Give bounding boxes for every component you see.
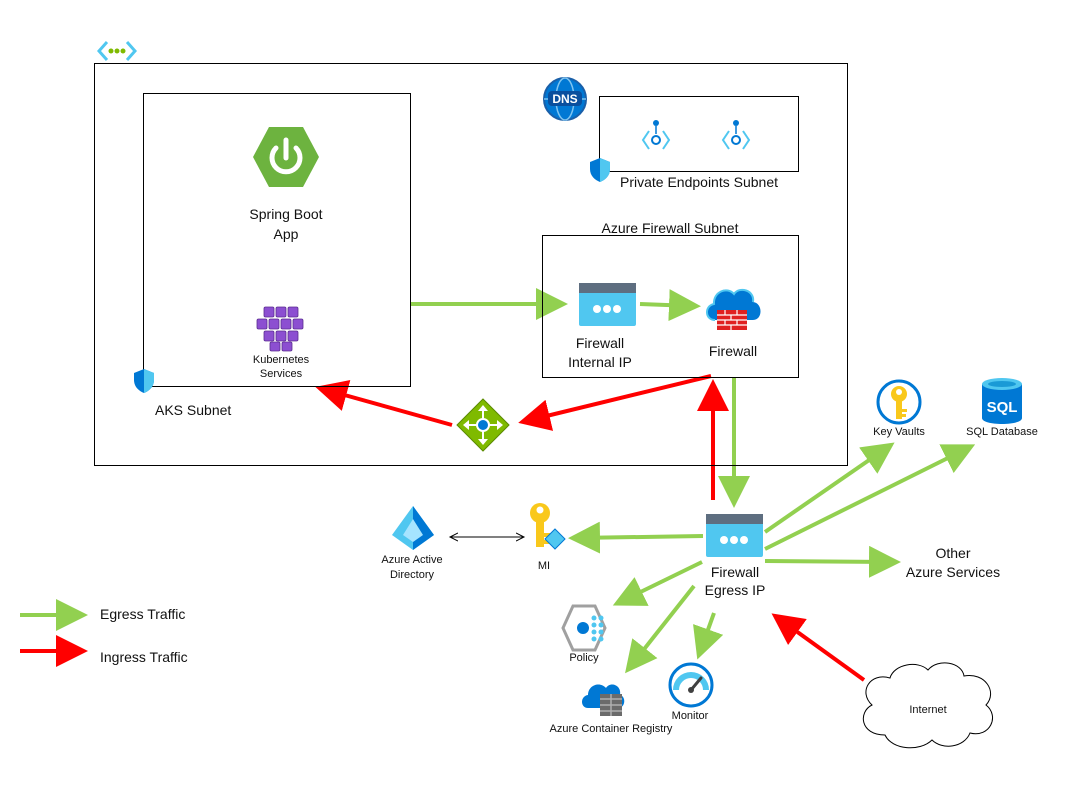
policy-icon (561, 604, 607, 652)
spring-boot-label-line2: App (273, 226, 299, 242)
aad-label-line1: Azure Active (381, 554, 443, 566)
private-endpoints-subnet-label: Private Endpoints Subnet (620, 174, 778, 190)
vnet-icon (97, 41, 137, 61)
shield-icon (590, 158, 610, 182)
spring-boot-label-line1: Spring Boot (249, 206, 323, 222)
dns-icon: DNS (543, 77, 587, 121)
legend-ingress-label: Ingress Traffic (100, 649, 188, 665)
aks-subnet-box (143, 93, 411, 387)
firewall-label: Firewall (708, 343, 758, 359)
firewall-internal-label-line2: Internal IP (568, 354, 632, 370)
egress-arrow-to-other-services (764, 545, 901, 578)
firewall-egress-label-line1: Firewall (710, 564, 760, 580)
kubernetes-icon (256, 306, 304, 352)
firewall-egress-label-line2: Egress IP (704, 582, 766, 598)
mi-label: MI (537, 560, 551, 572)
other-services-label-line1: Other (935, 545, 971, 561)
egress-arrow-to-acr (625, 584, 696, 674)
azure-ad-icon (392, 506, 434, 550)
egress-arrow-to-mi (568, 521, 704, 554)
monitor-icon (668, 662, 714, 708)
kubernetes-label-line2: Services (259, 368, 303, 380)
ingress-arrow-internet-to-egress-ip (771, 613, 866, 682)
aks-subnet-label: AKS Subnet (155, 402, 232, 418)
acr-icon (582, 684, 625, 716)
azure-firewall-subnet-label: Azure Firewall Subnet (601, 220, 739, 236)
firewall-ip-icon (579, 283, 636, 326)
azure-firewall-subnet-box (542, 235, 799, 378)
internet-label: Internet (909, 704, 947, 716)
spring-boot-icon (253, 127, 319, 187)
sql-database-icon: SQL (982, 378, 1022, 424)
key-vault-icon (876, 379, 922, 425)
vnet-box (94, 63, 848, 466)
egress-arrow-to-sql (764, 444, 976, 551)
key-vaults-label: Key Vaults (873, 426, 925, 438)
monitor-label: Monitor (671, 710, 709, 722)
private-endpoint-icon (641, 120, 671, 150)
acr-label: Azure Container Registry (549, 723, 673, 735)
firewall-cloud-icon (706, 288, 761, 330)
internet-cloud-icon (862, 662, 993, 749)
ingress-arrow-firewall-to-lb (518, 374, 712, 431)
egress-arrow-firewall-ip-to-firewall (639, 289, 701, 322)
egress-arrow-to-policy (612, 560, 703, 606)
egress-arrow-to-key-vault (763, 442, 895, 534)
private-endpoints-subnet-box (599, 96, 799, 172)
managed-identity-icon (530, 503, 566, 550)
kubernetes-label-line1: Kubernetes (252, 354, 310, 366)
sql-icon-text: SQL (987, 399, 1018, 416)
other-services-label-line2: Azure Services (905, 564, 1001, 580)
shield-icon (134, 369, 154, 393)
legend-egress-label: Egress Traffic (100, 606, 186, 622)
aad-label-line2: Directory (389, 569, 434, 581)
sql-database-label: SQL Database (966, 426, 1038, 438)
private-endpoint-icon (721, 120, 751, 150)
firewall-internal-label-line1: Firewall (575, 335, 625, 351)
firewall-ip-icon (706, 514, 763, 557)
dns-icon-text: DNS (552, 92, 577, 106)
ingress-arrow-lb-to-aks (315, 380, 453, 427)
egress-arrow-to-monitor (693, 612, 724, 660)
load-balancer-icon (456, 398, 510, 452)
policy-label: Policy (569, 652, 599, 664)
